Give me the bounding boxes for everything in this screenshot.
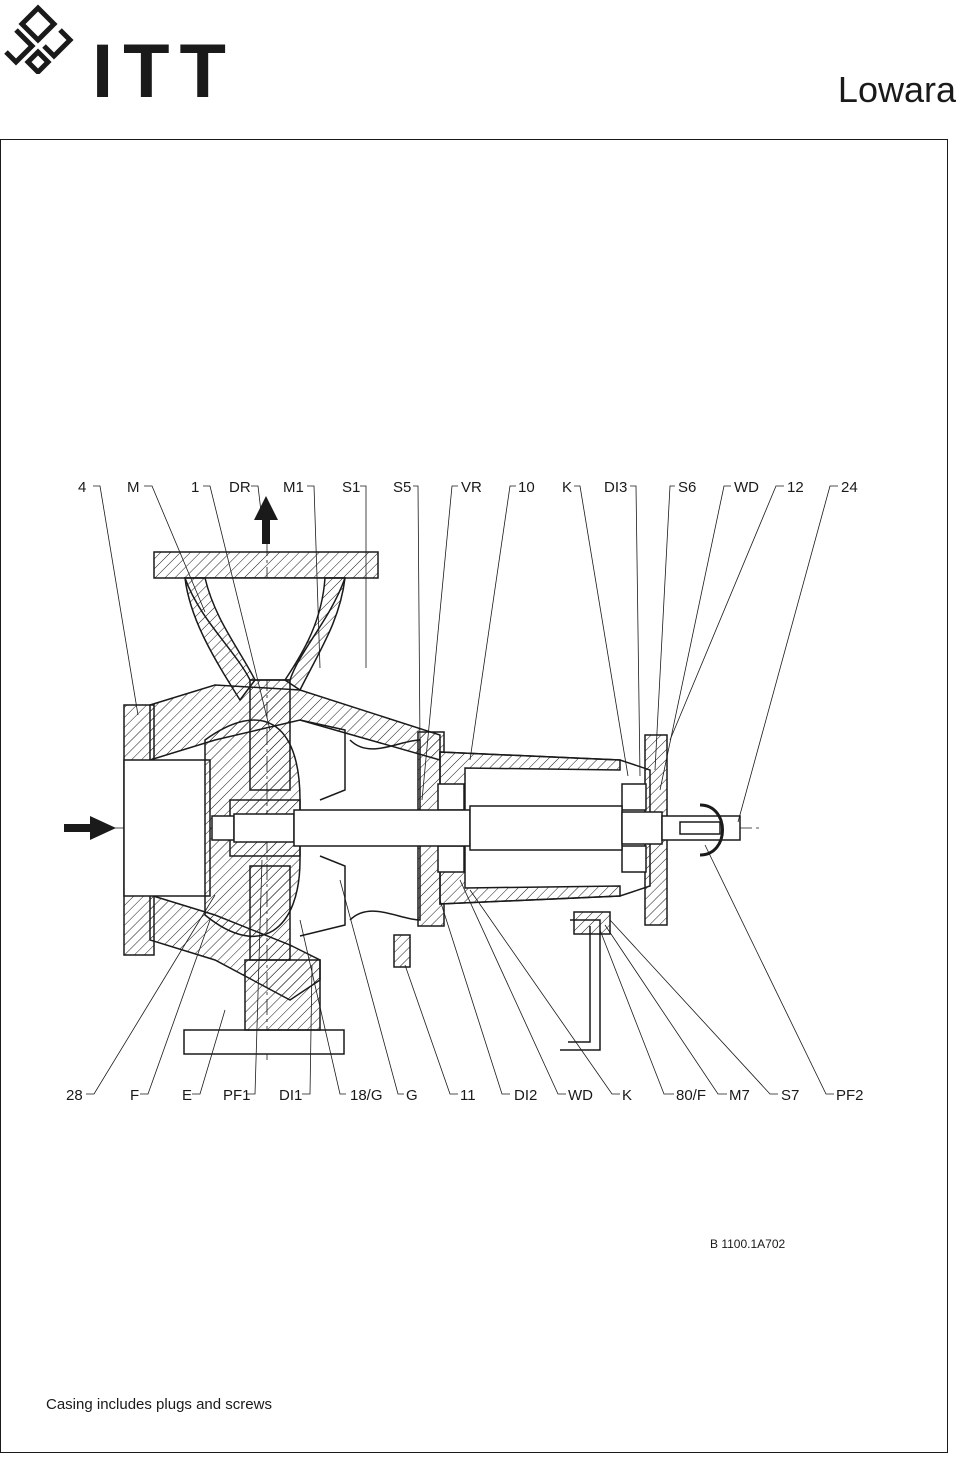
callout-label: 10	[518, 479, 535, 496]
callout-label: M7	[729, 1087, 750, 1104]
drawing-frame	[0, 139, 948, 1453]
callout-label: 4	[78, 479, 86, 496]
callout-label: S7	[781, 1087, 799, 1104]
callout-label: DI3	[604, 479, 627, 496]
callout-label: PF2	[836, 1087, 864, 1104]
callout-label: E	[182, 1087, 192, 1104]
callout-label: M1	[283, 479, 304, 496]
callout-label: VR	[461, 479, 482, 496]
callout-label: DI2	[514, 1087, 537, 1104]
callout-label: K	[562, 479, 572, 496]
callout-label: DR	[229, 479, 251, 496]
callout-label: 1	[191, 479, 199, 496]
drawing-id: B 1100.1A702	[710, 1237, 786, 1251]
leader-lines-top	[93, 485, 838, 823]
support-foot	[560, 911, 611, 1051]
callout-label: DI1	[279, 1087, 302, 1104]
callout-label: S6	[678, 479, 696, 496]
callout-labels-top: 4 M 1 DR M1 S1 S5 VR 10 K DI3 S6 WD 12 2…	[78, 479, 858, 496]
outlet-arrow-icon	[254, 496, 278, 544]
callout-label: 12	[787, 479, 804, 496]
itt-logo-icon	[4, 4, 74, 74]
brand-name: Lowara	[837, 69, 956, 110]
callout-label: 80/F	[676, 1087, 706, 1104]
callout-label: WD	[568, 1087, 593, 1104]
callout-label: F	[130, 1087, 139, 1104]
callout-label: 18/G	[350, 1087, 383, 1104]
callout-label: K	[622, 1087, 632, 1104]
callout-labels-bottom: 28 F E PF1 DI1 18/G G 11 DI2 WD K 80/F M…	[66, 1087, 864, 1104]
callout-label: S5	[393, 479, 411, 496]
inlet-arrow-icon	[64, 816, 116, 840]
callout-label: G	[406, 1087, 418, 1104]
leader-lines-bottom	[86, 844, 834, 1095]
callout-label: WD	[734, 479, 759, 496]
callout-label: S1	[342, 479, 360, 496]
footer-caption: Casing includes plugs and screws	[46, 1396, 272, 1413]
rotation-arrow-icon	[699, 803, 724, 857]
callout-label: M	[127, 479, 140, 496]
pump-casing	[123, 551, 441, 1055]
callout-label: 28	[66, 1087, 83, 1104]
callout-label: 11	[460, 1087, 476, 1104]
callout-label: PF1	[223, 1087, 251, 1104]
callout-label: 24	[841, 479, 858, 496]
shaft	[233, 805, 741, 851]
itt-logo-text: ITT	[92, 29, 236, 114]
